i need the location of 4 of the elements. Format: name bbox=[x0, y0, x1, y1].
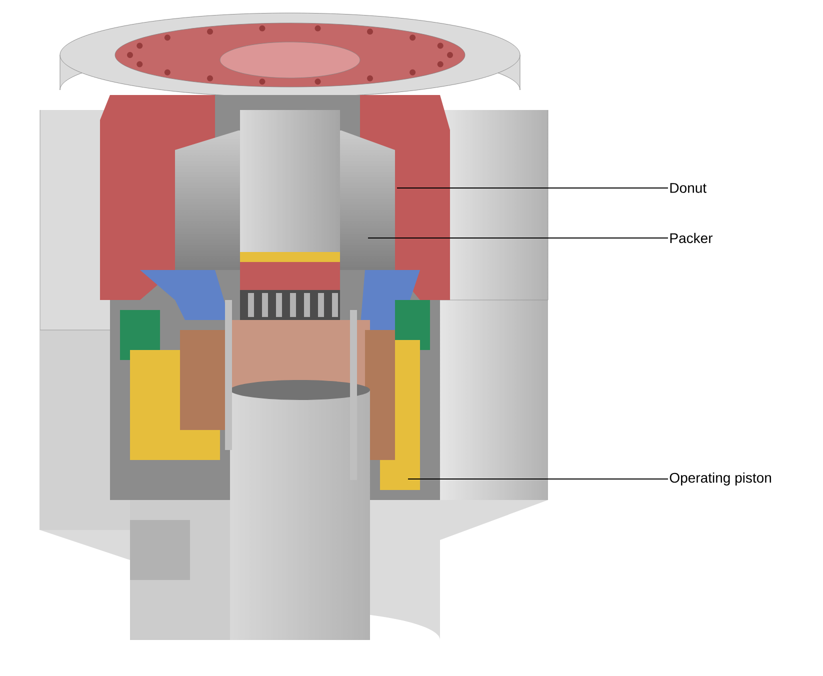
part-label: Packer bbox=[670, 232, 713, 244]
leader-line bbox=[408, 478, 668, 480]
part-label: Donut bbox=[670, 183, 706, 193]
part-label: Operating piston bbox=[670, 472, 771, 486]
